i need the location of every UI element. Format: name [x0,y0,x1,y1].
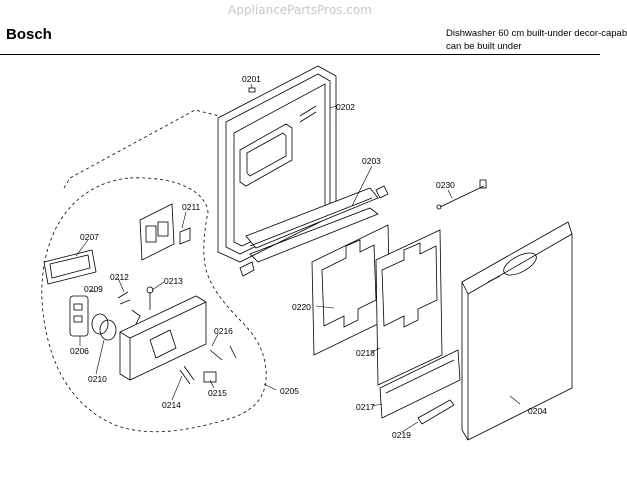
control-module [139,203,191,261]
outer-panel [375,229,443,386]
part-label-0217: 0217 [356,402,375,412]
part-label-0219: 0219 [392,430,411,440]
part-label-0207: 0207 [80,232,99,242]
header-divider [0,54,600,55]
watermark: AppliancePartsPros.com [228,3,372,17]
display-frame [43,249,97,285]
assembly-outline-ext [63,109,229,189]
part-label-0209: 0209 [84,284,103,294]
part-label-0202: 0202 [336,102,355,112]
part-label-0204: 0204 [528,406,547,416]
part-label-0220: 0220 [292,302,311,312]
cable [436,179,487,210]
springs [117,286,154,325]
part-label-0212: 0212 [110,272,129,282]
part-label-0214: 0214 [162,400,181,410]
part-label-0206: 0206 [70,346,89,356]
part-label-0201: 0201 [242,74,261,84]
description-line-2: can be built under [446,41,522,52]
part-label-0211: 0211 [182,202,201,212]
part-label-0203: 0203 [362,156,381,166]
lower-panel [379,349,461,419]
handle-strip [239,185,389,277]
insulation-panel [311,224,391,356]
model-description: Dishwasher 60 cm built-under decor-capab… [446,27,627,53]
description-line-1: Dishwasher 60 cm built-under decor-capab [446,28,627,39]
seal-ring [91,313,117,341]
part-label-0215: 0215 [208,388,227,398]
part-label-0230: 0230 [436,180,455,190]
part-label-0205: 0205 [280,386,299,396]
control-housing [119,295,207,381]
decor-door-panel [461,221,573,441]
brand-title: Bosch [6,26,52,43]
door-clip [248,87,256,93]
part-label-0210: 0210 [88,374,107,384]
part-label-0218: 0218 [356,348,375,358]
part-label-0216: 0216 [214,326,233,336]
exploded-parts-diagram: 0201 0202 0203 0204 0205 0206 0207 0209 … [41,65,573,441]
part-label-0213: 0213 [164,276,183,286]
small-parts [179,345,237,385]
switch-housing [69,295,89,337]
bottom-bracket [417,399,455,425]
